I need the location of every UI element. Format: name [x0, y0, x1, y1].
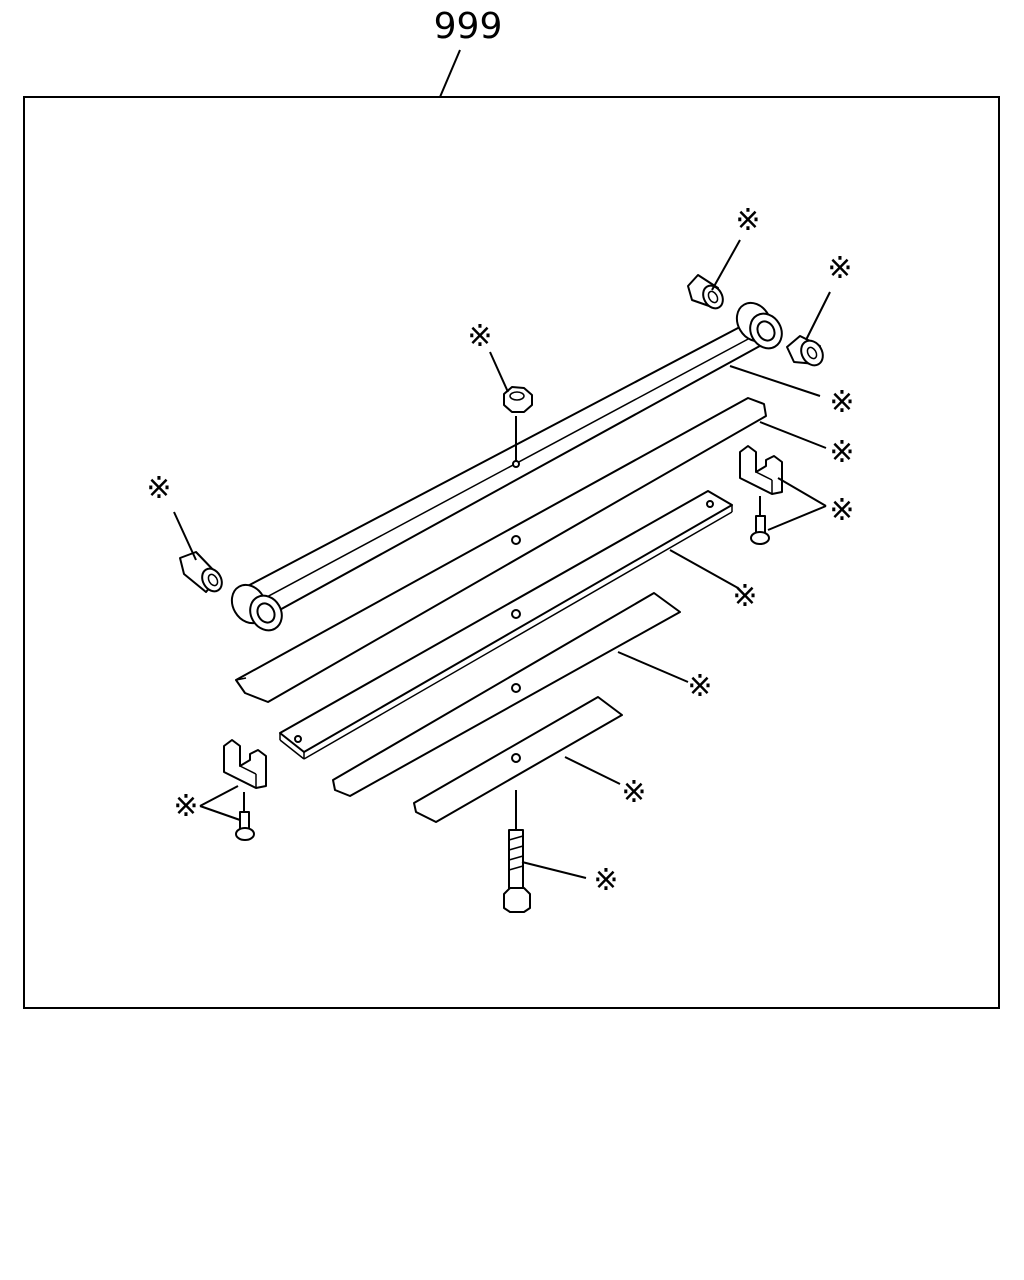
callout-symbol: ※ [829, 493, 854, 528]
center-nut [503, 386, 533, 462]
leader-lines [173, 239, 831, 879]
callout-symbol: ※ [735, 203, 760, 238]
spring-clip-right [739, 445, 783, 495]
diagram-frame [23, 96, 1000, 1009]
spring-clip-left [223, 739, 267, 789]
callout-symbol: ※ [173, 789, 198, 824]
callout-symbol: ※ [687, 669, 712, 704]
fourth-leaf [332, 592, 681, 797]
callout-symbol: ※ [467, 319, 492, 354]
bushing-upper-right [687, 274, 724, 310]
callout-symbol: ※ [146, 471, 171, 506]
callout-symbol: ※ [829, 435, 854, 470]
second-leaf [235, 397, 767, 703]
fifth-leaf [413, 696, 623, 823]
assembly-number: 999 [434, 6, 503, 47]
bushing-right [786, 335, 824, 367]
callout-symbol: ※ [593, 863, 618, 898]
center-bolt [503, 790, 531, 913]
main-leaf [230, 301, 783, 632]
callout-symbols: ※ ※ ※ ※ ※ ※ ※ ※ ※ ※ ※ ※ [146, 203, 854, 898]
callout-symbol: ※ [732, 579, 757, 614]
callout-symbol: ※ [621, 775, 646, 810]
bushing-left [179, 551, 223, 593]
callout-symbol: ※ [829, 385, 854, 420]
third-leaf [279, 490, 733, 760]
clip-screw-left [235, 792, 255, 841]
callout-symbol: ※ [827, 251, 852, 286]
clip-screw-right [750, 496, 770, 545]
assembly-leader-line [439, 49, 461, 98]
